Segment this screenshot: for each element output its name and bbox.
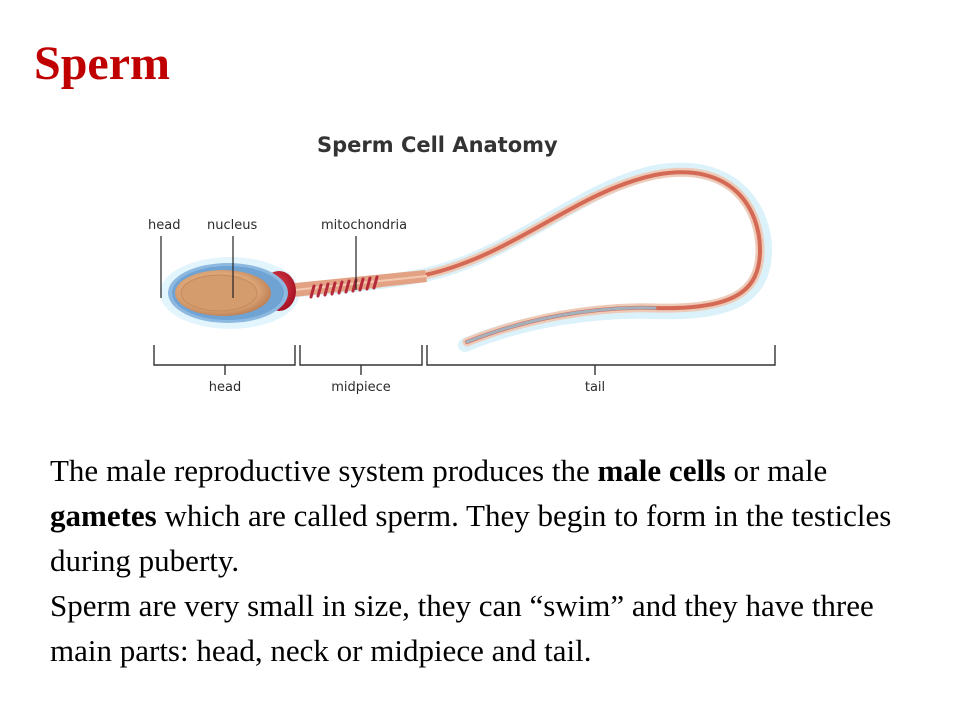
section-label-tail: tail [585,380,605,395]
sperm-anatomy-diagram: Sperm Cell Anatomy head nucleus mitochon… [135,120,795,410]
p1-bold-male-cells: male cells [597,453,726,488]
section-label-head: head [209,380,241,395]
body-text: The male reproductive system produces th… [50,448,930,673]
label-nucleus: nucleus [207,218,257,233]
p1-text-a: The male reproductive system produces th… [50,453,598,488]
p1-text-b: or male [725,453,828,488]
paragraph-2: Sperm are very small in size, they can “… [50,588,874,668]
p1-text-c: which are called sperm. They begin to fo… [50,498,892,578]
diagram-svg: Sperm Cell Anatomy head nucleus mitochon… [148,133,776,395]
section-brackets [153,345,776,375]
label-head-top: head [148,218,180,233]
p1-bold-gametes: gametes [50,498,157,533]
slide-title: Sperm [34,37,170,90]
section-label-midpiece: midpiece [331,380,391,395]
mitochondria-stripes [309,275,379,299]
figure-title: Sperm Cell Anatomy [317,133,558,157]
label-mitochondria: mitochondria [321,218,407,233]
leader-lines [160,236,357,298]
paragraph-1: The male reproductive system produces th… [50,448,930,583]
sperm-head [168,263,288,323]
nucleus-shape [180,274,258,312]
